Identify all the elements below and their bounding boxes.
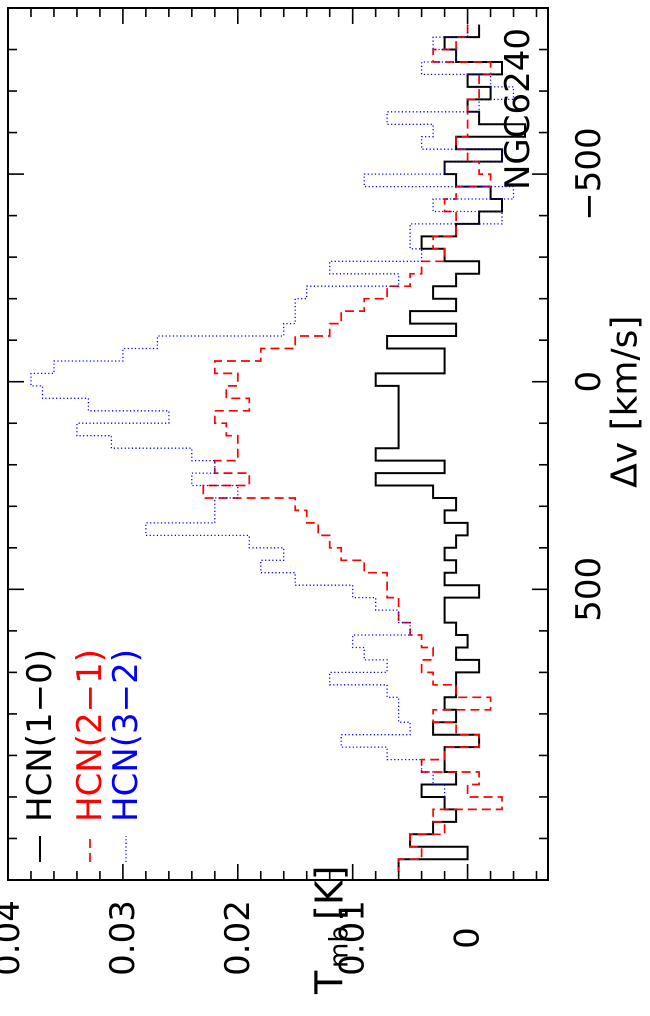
legend-label-1: HCN(1−0) [20, 649, 60, 822]
y-axis-label-sub: mb [325, 926, 355, 968]
y-tick-label: 0.04 [0, 900, 28, 976]
x-tick-label: 500 [569, 557, 609, 622]
y-tick-label: 0.01 [333, 900, 373, 976]
ticks-group [8, 8, 548, 880]
y-axis-label: Tmb [K] [308, 865, 355, 995]
chart-title: NGC6240 [498, 28, 538, 190]
labels-group: −500 0 500 0 0.01 0.02 0.03 0.04 Δv [km/s] Tmb [K]… [0, 28, 646, 995]
y-tick-label: 0.03 [103, 900, 143, 976]
y-tick-label: 0.02 [218, 900, 258, 976]
x-tick-label: 0 [569, 371, 609, 393]
legend-label-2: HCN(2−1) [70, 649, 110, 822]
series-group [30, 24, 526, 872]
legend: HCN(1−0)HCN(2−1)HCN(3−2) [20, 649, 146, 862]
series-line-2 [202, 24, 503, 872]
y-axis-label-unit: [K] [308, 865, 352, 920]
y-axis-label-main: T [308, 970, 352, 995]
legend-label-3: HCN(3−2) [106, 649, 146, 822]
y-tick-label: 0 [448, 927, 488, 949]
x-tick-label: −500 [569, 127, 609, 220]
plot-frame [7, 7, 549, 881]
x-axis-label: Δv [km/s] [605, 316, 646, 488]
plot-area [7, 7, 549, 881]
